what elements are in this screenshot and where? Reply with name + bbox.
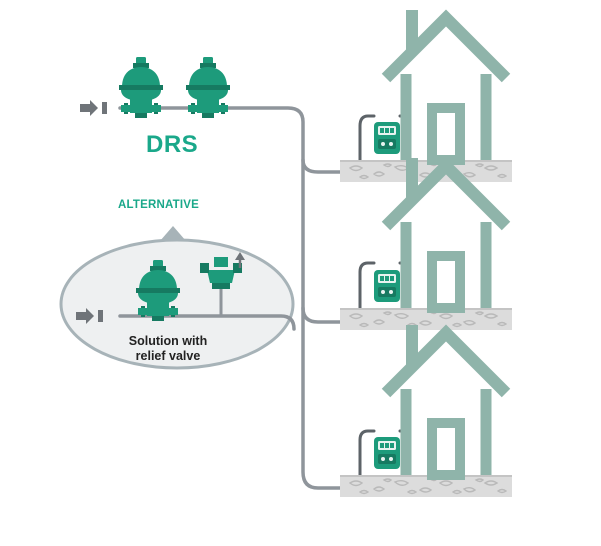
gas-meter-icon [374, 122, 400, 154]
drs-label: DRS [146, 131, 199, 158]
pressure-regulator-icon [186, 57, 230, 118]
pressure-regulator-icon [119, 57, 163, 118]
house-icon [386, 10, 506, 160]
alternative-label: ALTERNATIVE [118, 199, 199, 211]
house-2 [339, 158, 513, 331]
house-3 [339, 325, 513, 498]
gas-meter-icon [374, 270, 400, 302]
main-pipeline [118, 106, 354, 490]
house-1 [339, 10, 513, 183]
relief-caption-line-1: Solution with [128, 334, 208, 348]
relief-valve-caption: Solution with relief valve [118, 334, 218, 364]
callout-pointer [160, 226, 186, 241]
alternative-callout [59, 226, 296, 370]
drs-station [80, 57, 230, 118]
ground-strip [339, 307, 513, 331]
house-icon [386, 325, 506, 475]
relief-caption-line-2: relief valve [135, 349, 201, 363]
inlet-arrow-icon [80, 100, 107, 116]
ground-strip [339, 474, 513, 498]
gas-meter-icon [374, 437, 400, 469]
relief-valve-icon [200, 252, 245, 316]
